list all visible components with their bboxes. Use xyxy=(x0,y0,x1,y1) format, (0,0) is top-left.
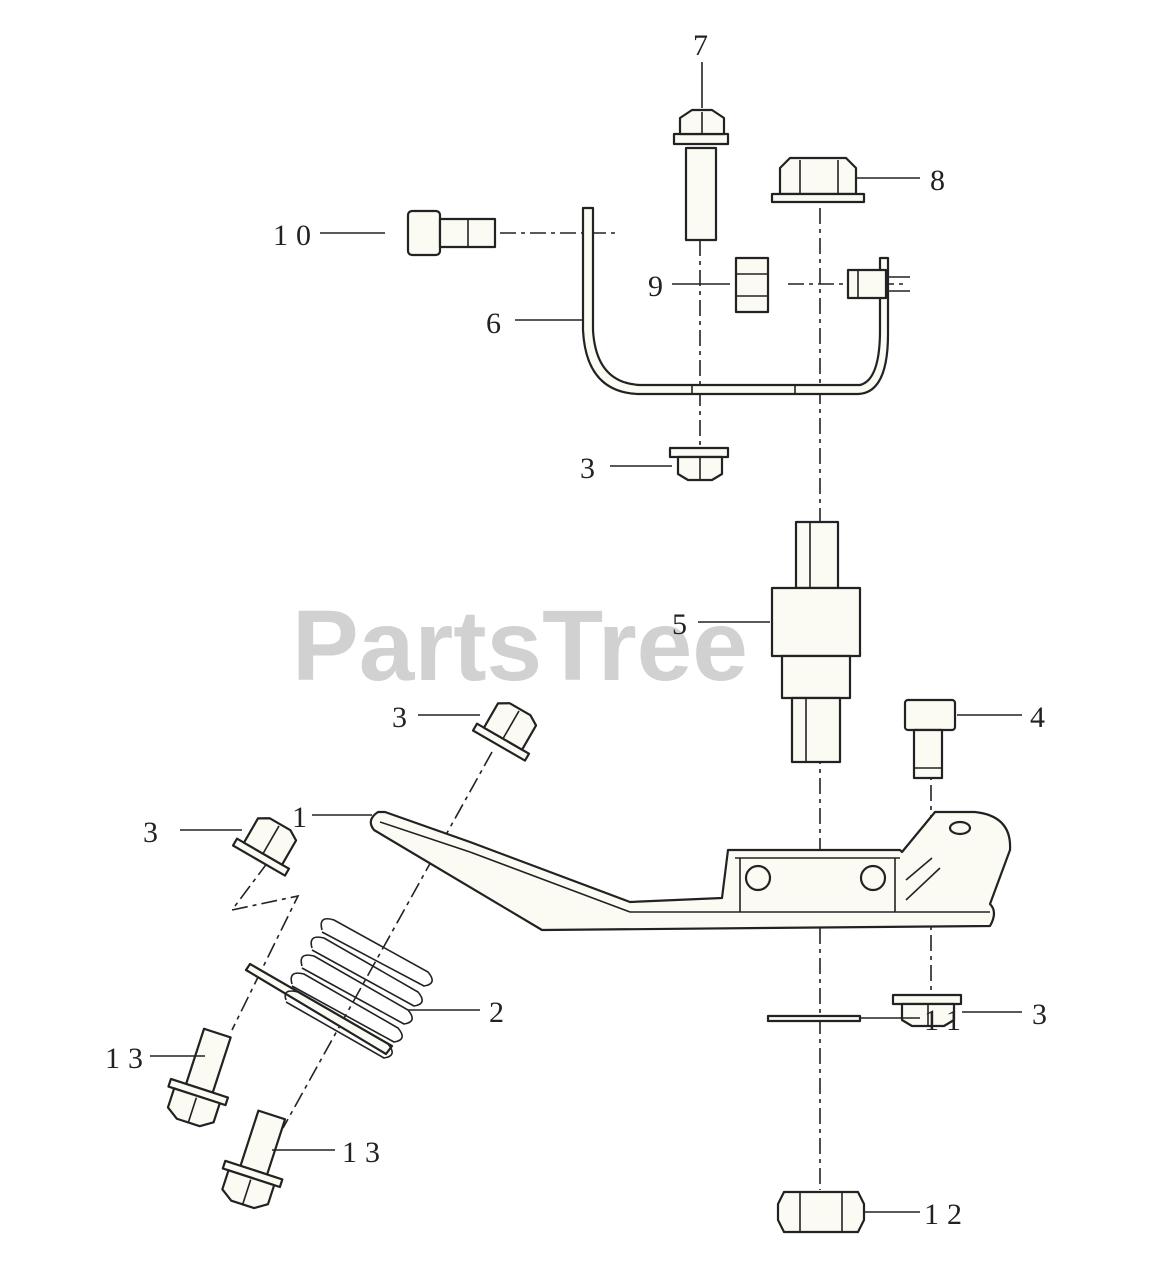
callout-3-upper: 3 xyxy=(580,452,603,485)
part-4-cap-screw xyxy=(903,698,957,780)
leader-lines xyxy=(150,62,1022,1213)
part-7-flange-bolt xyxy=(672,108,730,242)
part-8-flange-nut xyxy=(770,156,866,204)
callout-1: 1 xyxy=(292,801,315,834)
part-9-hex-nut xyxy=(734,256,770,314)
part-3-flange-nut-mid xyxy=(471,702,538,762)
part-5-spindle xyxy=(770,520,862,764)
part-13-flange-bolt-upper xyxy=(166,1027,232,1128)
part-6-u-bracket xyxy=(581,206,910,396)
part-10-cap-screw xyxy=(406,209,497,257)
callout-labels: 7 8 10 9 6 3 5 3 4 1 3 2 3 13 11 13 12 xyxy=(105,29,1055,1231)
part-13-flange-bolt-lower xyxy=(221,1109,287,1210)
callout-13-upper: 13 xyxy=(105,1042,151,1075)
callout-10: 10 xyxy=(273,219,319,252)
partstree-watermark: PartsTree xyxy=(292,590,748,702)
callout-7: 7 xyxy=(693,29,716,62)
part-11-washer xyxy=(766,1014,862,1023)
callout-12: 12 xyxy=(924,1198,970,1231)
callout-6: 6 xyxy=(486,307,509,340)
callout-4: 4 xyxy=(1030,701,1053,734)
callout-8: 8 xyxy=(930,164,953,197)
callout-13-lower: 13 xyxy=(342,1136,388,1169)
part-3-flange-nut-upper xyxy=(668,446,730,482)
callout-2: 2 xyxy=(489,996,512,1029)
part-3-flange-nut-right xyxy=(891,993,963,1028)
part-1-lever-arm xyxy=(369,810,1012,932)
callout-3-mid: 3 xyxy=(392,701,415,734)
part-12-hex-nut xyxy=(776,1190,866,1234)
callout-9: 9 xyxy=(648,270,671,303)
part-3-flange-nut-left xyxy=(231,817,298,877)
part-2-spring xyxy=(244,917,433,1059)
callout-3-right: 3 xyxy=(1032,998,1055,1031)
callout-11: 11 xyxy=(924,1004,969,1037)
callout-3-left: 3 xyxy=(143,816,166,849)
callout-5: 5 xyxy=(672,608,695,641)
